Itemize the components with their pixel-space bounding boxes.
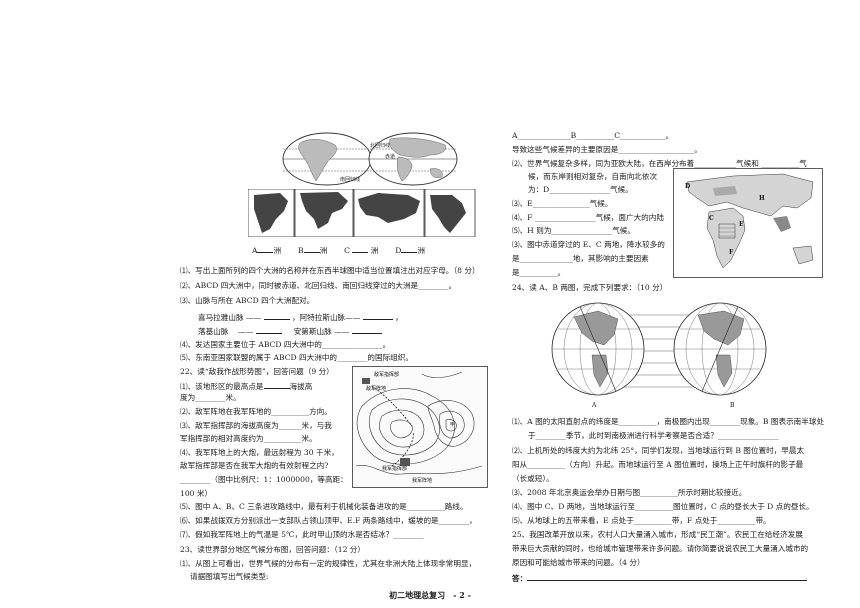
q24-1a: ⑴、A 图的太阳直射点的纬度是__________，南极圈内出现________… — [512, 417, 825, 426]
q24-2c: （长或短）。 — [512, 474, 554, 483]
continent-strip — [248, 189, 476, 237]
climate-label-h: H — [759, 195, 765, 202]
hemi-label: 赤道 — [385, 153, 395, 160]
q22-4c: ________（图中比例尺：1：1000000，等高距： — [180, 475, 348, 484]
q25c: 原因和可能给城市带来的问题。（4 分） — [512, 558, 645, 567]
climate-label-f: F — [729, 249, 734, 256]
r-line-7a: ⑶、图中赤道穿过的 E、C 两地，降水较多的 — [512, 240, 665, 249]
map-label: 敌军阵地 — [366, 385, 386, 392]
climate-region-map: D H C E F — [673, 168, 823, 278]
contour-battle-map: 敌军指挥部 敌军阵地 我军指挥部 我军阵地 甲 — [352, 366, 488, 488]
q22-6: ⑹、如果战拨双方分别派出一支部队占领山顶甲、E.F 两条路线中，缓坡的是____… — [180, 516, 477, 525]
q22-3b: 军指挥部的相对高度约为__________米。 — [180, 434, 317, 443]
r-line-4: ⑶、E_______________气候。 — [512, 199, 613, 208]
q22-7: ⑺、假如我军阵地上的气温是 5℃，此时甲山顶的水是否结冰？________ — [180, 530, 424, 539]
q24-2b: 阳从__________（方向）升起。而地球运行至 A 图位置时，操场上正午时旗… — [512, 460, 804, 469]
globe-label-b: B — [730, 402, 735, 409]
q23-1a: ⑴、从图上可看出，世界气候的分布有一定的规律性，尤其在非洲大陆上体现非常明显， — [180, 559, 477, 568]
climate-label-d: D — [685, 183, 690, 190]
r-line-7b: 是______________地，其影响的主要因素 — [512, 254, 649, 263]
q21-5: ⑸、东南亚国家联盟的属于 ABCD 四大洲中的________的国际组织。 — [180, 353, 413, 362]
q21-1: ⑴、写出上面所列的四个大洲的名称并在东西半球图中适当位置填注出对应字母。（8 分… — [180, 266, 480, 275]
r-line-7c: 是__________。 — [512, 268, 566, 277]
q21-3: ⑶、山脉与所在 ABCD 四个大洲配对。 — [180, 296, 315, 305]
climate-label-e: E — [739, 221, 744, 228]
r-line-6: ⑸、H 则为________________气候。 — [512, 226, 635, 235]
map-label: 我军指挥部 — [382, 465, 407, 472]
r-line-1: A______________B__________C____________。 — [512, 131, 674, 140]
hemi-label: 南回归线 — [340, 176, 360, 183]
globe-label-a: A — [591, 402, 597, 409]
q22-4b: 敌军指挥部是否在我军大炮的有效射程之内? — [180, 461, 329, 470]
map-label: 甲 — [450, 422, 455, 428]
q24-title: 24、读 A、B 两图，完成下列要求：（10 分） — [512, 283, 668, 292]
q21-4: ⑷、发达国家主要位于 ABCD 四大洲中的________________。 — [180, 340, 391, 349]
q22-5: ⑸、图中 A、B、C 三条进攻路线中，最有利于机械化装备进攻的是________… — [180, 502, 468, 511]
climate-label-c: C — [709, 215, 714, 222]
q25a: 25、我国改革开放以来，农村人口大量涌入城市，形成“民工潮”。农民工在给经济发展 — [512, 530, 803, 539]
mountain-row-2: 落基山脉 —— 安第斯山脉 —— — [198, 325, 382, 337]
r-line-3a: ⑵、世界气候复杂多样，同为亚欧大陆，在西岸分布着___________气候和 _… — [512, 159, 807, 168]
q22-2: ⑵、敌军阵地在我军阵地的__________方向。 — [180, 407, 332, 416]
q24-5: ⑸、从地球上的五带来看，E 点处于__________带，F 点处于______… — [512, 516, 771, 525]
q21-2: ⑵、ABCD 四大洲中，同时被赤道、北回归线、南回归线穿过的大洲是_______… — [180, 281, 457, 290]
q23-title: 23、读世界部分地区气候分布图，回答问题：（12 分） — [180, 545, 365, 554]
r-line-5: ⑷、F ________________气候，面广大的内陆 — [512, 213, 664, 222]
q22-3a: ⑶、敌军指挥部的海拔高度为______米，与我 — [180, 421, 332, 430]
map-label: 敌军指挥部 — [374, 371, 399, 378]
answer-line: 答： — [512, 572, 808, 584]
r-line-3c: 为：D________________气候。 — [528, 185, 633, 194]
q24-4: ⑷、图中 C、D 两地，当地球运行至__________图位置时，C 点的昼长大… — [512, 502, 814, 511]
q22-title: 22、读“敌我作战形势图”，回答问题（9 分） — [180, 367, 334, 376]
page-footer: 初二地理总复习 - 2 - — [389, 590, 471, 600]
q25b: 带来巨大贡献的同时，也给城市管理带来许多问题。请你简要说说农民工大量涌入城市的 — [512, 544, 809, 553]
hemisphere-map: 北回归线 赤道 南回归线 — [280, 131, 460, 187]
hemi-label: 北回归线 — [370, 142, 390, 149]
q23-1b: 请据图填写出气候类型: — [190, 572, 269, 581]
q24-1b: 于________季节，此时到南极洲进行科学考察是否合适？___________… — [528, 431, 779, 440]
q24-3: ⑶、2008 年北京奥运会举办日期与图__________所示时期比较接近。 — [512, 488, 747, 497]
r-line-3b: 候，而东岸则相对复杂，自南向北依次 — [528, 172, 658, 181]
q24-2a: ⑵、上机所处的纬度大约为北纬 25°，同学们发现，当地球运行到 B 图位置时，早… — [512, 446, 805, 455]
q22-1c: 度为________米。 — [180, 393, 241, 402]
r-line-2: 导致这些气候差异的主要原因是____________________。 — [512, 145, 702, 154]
map-label: 我军阵地 — [412, 477, 432, 484]
q22-4d: 100 米） — [180, 489, 213, 498]
mountain-row-1: 喜马拉雅山脉 —— ，阿特拉斯山脉—— ， — [198, 313, 403, 322]
earth-orbit-globes: A B — [548, 295, 778, 411]
q22-4a: ⑷、我军阵地上的大炮，最远射程为 30 千米， — [180, 448, 339, 457]
q22-1a: ⑴、该地形区的最高点是海拔高 — [180, 382, 313, 391]
